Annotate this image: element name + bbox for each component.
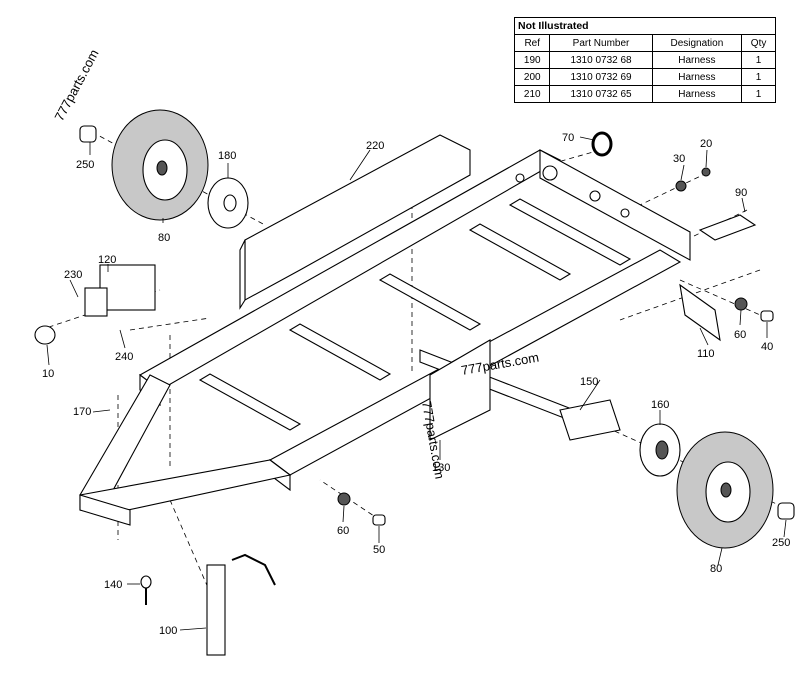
hub-cap-250-right bbox=[777, 502, 795, 520]
hub-cap-250-left bbox=[79, 125, 97, 143]
callout-180: 170 bbox=[73, 406, 91, 418]
callout-60-left: 60 bbox=[337, 525, 349, 537]
axle-mount-plate bbox=[429, 339, 491, 441]
cross-member bbox=[508, 198, 632, 266]
bearing-60-right bbox=[734, 297, 748, 311]
bracket-90 bbox=[698, 214, 757, 241]
callout-130: 130 bbox=[432, 462, 450, 474]
callout-10: 10 bbox=[42, 368, 54, 380]
left-wheel bbox=[111, 109, 209, 221]
callout-90: 90 bbox=[735, 187, 747, 199]
callout-20: 20 bbox=[700, 138, 712, 150]
rear-end-plate bbox=[539, 149, 691, 261]
cell-qty: 1 bbox=[741, 51, 776, 69]
bearing-20 bbox=[701, 167, 711, 177]
callout-labels: 250 180 80 220 70 30 20 90 60 40 110 120… bbox=[42, 132, 790, 637]
cell-qty: 1 bbox=[741, 85, 776, 103]
callout-30: 30 bbox=[673, 153, 685, 165]
bearing-30 bbox=[675, 180, 687, 192]
callout-70: 70 bbox=[562, 132, 574, 144]
callout-120: 120 bbox=[98, 254, 116, 266]
cap-40 bbox=[760, 310, 774, 322]
callout-150: 150 bbox=[580, 376, 598, 388]
leader-lines bbox=[46, 136, 787, 631]
callout-250-right: 250 bbox=[772, 537, 790, 549]
callout-80-left: 80 bbox=[158, 232, 170, 244]
cross-member bbox=[288, 323, 392, 381]
table-row: 190 1310 0732 68 Harness 1 bbox=[513, 51, 776, 69]
eye-10 bbox=[34, 325, 56, 345]
table-header-row: Ref Part Number Designation Qty bbox=[513, 34, 776, 52]
jack-100 bbox=[206, 564, 226, 656]
callout-80-right: 80 bbox=[710, 563, 722, 575]
watermark-top-left: 777parts.com bbox=[51, 47, 101, 124]
not-illustrated-table: Not Illustrated Ref Part Number Designat… bbox=[513, 17, 776, 103]
control-box-120 bbox=[99, 264, 156, 311]
callout-50: 50 bbox=[373, 544, 385, 556]
hub-160 bbox=[639, 423, 681, 477]
table-row: 210 1310 0732 65 Harness 1 bbox=[513, 85, 776, 103]
callout-110: 110 bbox=[697, 348, 715, 360]
callout-170: 180 bbox=[218, 150, 236, 162]
callout-240: 230 bbox=[64, 269, 82, 281]
callout-220: 220 bbox=[366, 140, 384, 152]
cell-designation: Harness bbox=[651, 85, 743, 103]
header-qty: Qty bbox=[741, 34, 776, 52]
pin-140 bbox=[140, 575, 152, 589]
callout-60-right: 60 bbox=[734, 329, 746, 341]
cell-ref: 210 bbox=[513, 85, 551, 103]
callout-250-left: 250 bbox=[76, 159, 94, 171]
callout-100: 100 bbox=[159, 625, 177, 637]
seal-70 bbox=[591, 131, 613, 157]
cell-part-number: 1310 0732 65 bbox=[549, 85, 653, 103]
cross-member bbox=[198, 373, 302, 431]
right-wheel bbox=[676, 431, 774, 549]
plate-110 bbox=[679, 283, 721, 342]
hub-170 bbox=[207, 177, 249, 229]
table-row: 200 1310 0732 69 Harness 1 bbox=[513, 68, 776, 86]
callout-140: 140 bbox=[104, 579, 122, 591]
cross-member bbox=[378, 273, 482, 331]
trailer-frame bbox=[79, 134, 691, 526]
callout-230: 240 bbox=[115, 351, 133, 363]
bearing-60-left bbox=[337, 492, 351, 506]
callout-160: 160 bbox=[651, 399, 669, 411]
cross-member bbox=[468, 223, 572, 281]
callout-40: 40 bbox=[761, 341, 773, 353]
cap-50 bbox=[372, 514, 386, 526]
stub-axle bbox=[559, 399, 621, 441]
